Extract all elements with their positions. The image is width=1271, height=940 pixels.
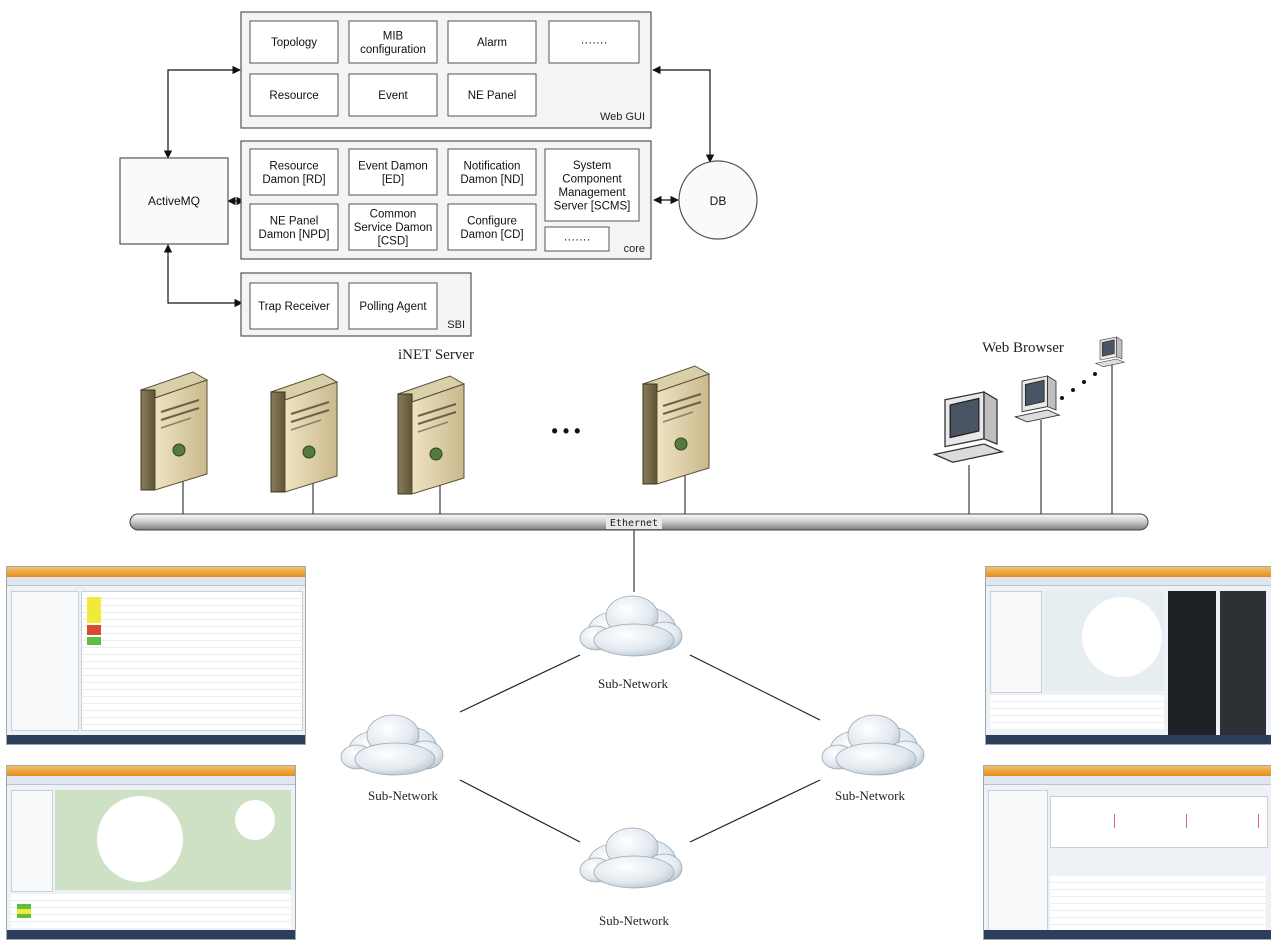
web-gui-module-3-label: Alarm xyxy=(477,37,507,49)
subnetwork-label-2: Sub-Network xyxy=(368,788,439,803)
server-1 xyxy=(140,371,208,491)
sbi-module-2-label: Polling Agent xyxy=(359,301,427,313)
web-gui-module-4: ······· xyxy=(548,20,640,64)
subnetwork-cloud-4: Sub-Network xyxy=(579,827,683,928)
web-gui-module-1-label: Topology xyxy=(271,37,317,49)
screenshot-ne-panel xyxy=(985,566,1271,745)
db-label: DB xyxy=(710,194,727,208)
sbi-group: SBI Trap Receiver Polling Agent xyxy=(240,272,472,337)
pc-medium xyxy=(1014,375,1060,423)
screenshot-topology xyxy=(6,765,296,940)
ethernet-label: Ethernet xyxy=(610,518,658,529)
web-gui-module-5: Resource xyxy=(249,73,339,117)
subnetwork-cloud-1: Sub-Network xyxy=(579,595,683,691)
web-gui-module-6: Event xyxy=(348,73,438,117)
core-module-8: ······· xyxy=(544,226,610,252)
db-node: DB xyxy=(678,160,758,240)
web-browser-label: Web Browser xyxy=(982,340,1064,356)
activemq-label: ActiveMQ xyxy=(148,194,200,208)
sbi-label: SBI xyxy=(447,319,465,331)
subnetwork-cloud-3: Sub-Network xyxy=(821,714,925,803)
ethernet-bus: Ethernet xyxy=(129,513,1149,531)
web-gui-module-7: NE Panel xyxy=(447,73,537,117)
web-gui-module-4-label: ······· xyxy=(581,37,608,49)
server-4 xyxy=(642,365,710,485)
server-ellipsis: • • • xyxy=(552,421,581,441)
screenshot-alarm-list xyxy=(6,566,306,745)
inet-server-label: iNET Server xyxy=(398,347,474,363)
web-gui-module-1: Topology xyxy=(249,20,339,64)
core-label: core xyxy=(624,243,645,255)
web-gui-module-7-label: NE Panel xyxy=(468,90,517,102)
subnetwork-label-1: Sub-Network xyxy=(598,676,669,691)
screenshot-event-chart xyxy=(983,765,1271,940)
pc-small xyxy=(1095,336,1125,367)
sbi-module-1-label: Trap Receiver xyxy=(258,301,330,313)
core-module-2-label: Event Damon[ED] xyxy=(358,160,428,186)
subnetwork-cloud-2: Sub-Network xyxy=(340,714,444,803)
pc-large xyxy=(933,391,1003,463)
web-gui-label: Web GUI xyxy=(600,111,645,123)
pc-dots xyxy=(1060,372,1097,400)
server-2 xyxy=(270,373,338,493)
server-3 xyxy=(397,375,465,495)
subnetwork-label-4: Sub-Network xyxy=(599,913,670,928)
web-gui-module-6-label: Event xyxy=(378,90,408,102)
bus-drops xyxy=(182,365,1113,592)
web-gui-module-5-label: Resource xyxy=(269,90,318,102)
core-module-8-label: ······· xyxy=(564,234,591,246)
subnetwork-links xyxy=(459,654,821,843)
core-module-2: Event Damon[ED] xyxy=(348,148,438,196)
sbi-module-1: Trap Receiver xyxy=(249,282,339,330)
sbi-module-2: Polling Agent xyxy=(348,282,438,330)
activemq-node: ActiveMQ xyxy=(119,157,229,245)
web-gui-module-3: Alarm xyxy=(447,20,537,64)
subnetwork-label-3: Sub-Network xyxy=(835,788,906,803)
connectors xyxy=(163,65,715,308)
